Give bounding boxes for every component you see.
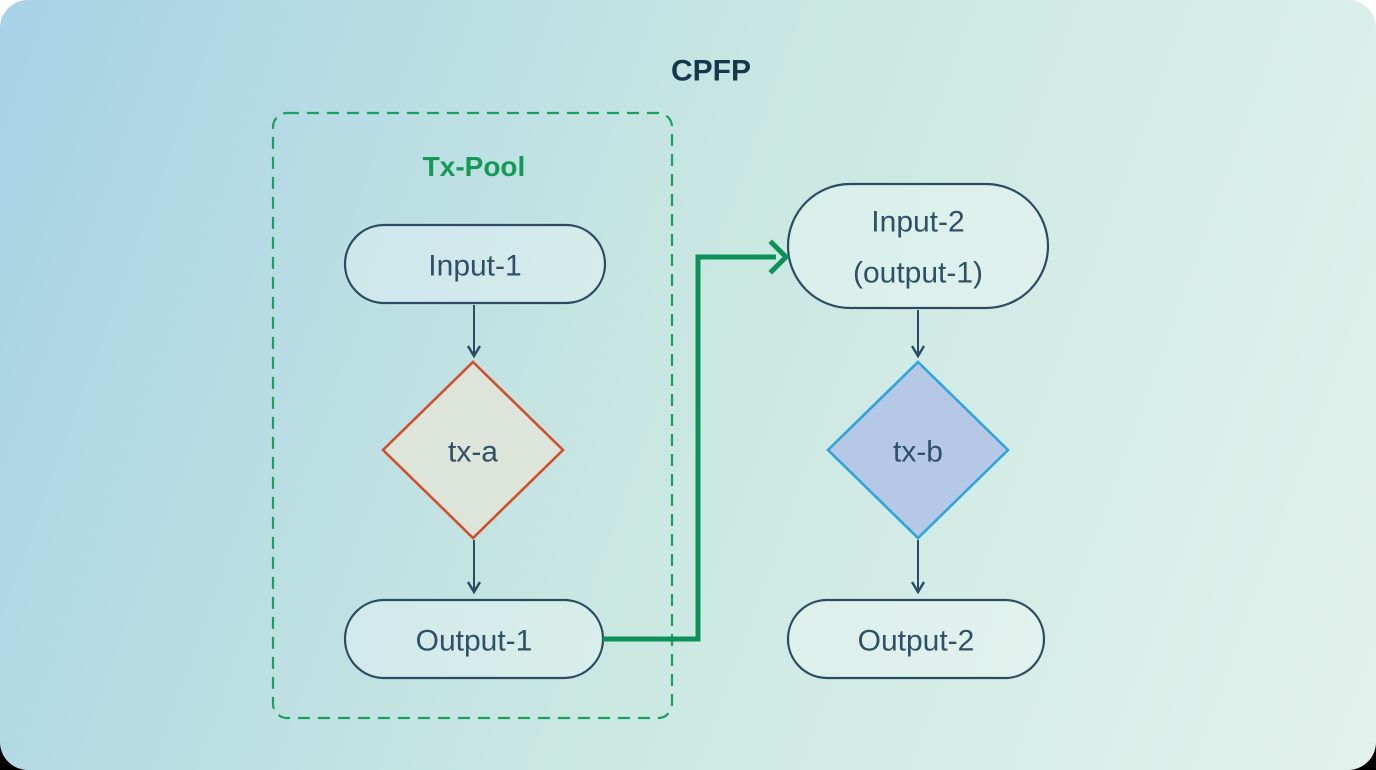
input-1-label: Input-1 (428, 250, 521, 283)
tx-a-shape (381, 360, 565, 540)
node-input-2: Input-2 (output-1) (786, 182, 1050, 310)
node-input-1: Input-1 (343, 223, 607, 305)
output-2-label: Output-2 (858, 625, 975, 658)
diagram-title: CPFP (671, 55, 751, 88)
node-output-1: Output-1 (343, 598, 605, 680)
tx-pool-label: Tx-Pool (423, 151, 526, 182)
node-output-2: Output-2 (786, 598, 1046, 680)
green-arrowhead-icon (768, 239, 790, 275)
input-2-label-line1: Input-2 (871, 206, 964, 239)
tx-a-label: tx-a (448, 436, 498, 469)
input-2-shape (786, 182, 1050, 310)
input-2-label-line2: (output-1) (853, 257, 983, 290)
output-2-shape (786, 598, 1046, 680)
output-1-label: Output-1 (416, 625, 533, 658)
connector-output1-to-input2 (603, 254, 776, 642)
tx-pool-boundary (271, 111, 674, 720)
node-tx-b: tx-b (826, 360, 1010, 540)
tx-b-shape (826, 360, 1010, 540)
tx-b-label: tx-b (893, 436, 943, 469)
node-tx-a: tx-a (381, 360, 565, 540)
input-1-shape (343, 223, 607, 305)
